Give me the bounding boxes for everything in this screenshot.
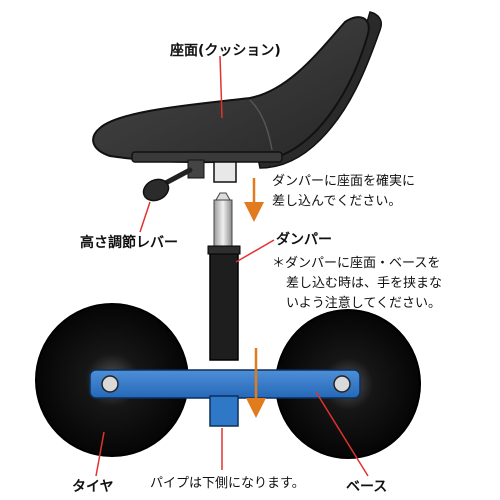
height-lever-knob	[142, 178, 170, 202]
caution-note-line: いよう注意してください。	[286, 296, 441, 311]
leader-tire	[95, 431, 105, 477]
seat-label: 座面(クッション)	[170, 43, 281, 59]
seat-cushion	[92, 16, 370, 164]
seat-socket	[213, 161, 237, 183]
leader-lever	[139, 201, 151, 233]
right-axle-bolt	[333, 375, 351, 393]
seat-plate	[131, 151, 283, 163]
damper-insert-note-line: 差し込んでください。	[272, 194, 402, 209]
damper-collar	[207, 245, 241, 255]
damper-insert-note: ダンパーに座面を確実に 差し込んでください。	[272, 172, 415, 212]
damper-tip	[215, 192, 231, 201]
leader-base	[315, 391, 369, 477]
height-lever-label: 高さ調節レバー	[80, 235, 178, 251]
caution-note-line: ＊ダンパーに座面・ベースを	[272, 256, 441, 271]
caution-note: ＊ダンパーに座面・ベースを 差し込む時は、手を挟まな いよう注意してください。	[272, 254, 442, 314]
damper-insert-note-line: ダンパーに座面を確実に	[272, 174, 416, 189]
pipe-note: パイプは下側になります。	[150, 476, 305, 491]
tire-label: タイヤ	[72, 479, 114, 495]
caution-note-line: 差し込む時は、手を挟まな	[286, 276, 443, 291]
damper-label: ダンパー	[276, 232, 332, 248]
damper-rod	[213, 199, 233, 249]
base-bar	[89, 369, 361, 399]
base-pipe	[209, 395, 239, 427]
leader-seat	[219, 55, 223, 119]
left-axle-bolt	[101, 375, 119, 393]
damper-cylinder	[209, 247, 239, 361]
base-label: ベース	[346, 479, 388, 495]
leader-damper	[235, 239, 275, 263]
seat-crease	[249, 99, 273, 151]
